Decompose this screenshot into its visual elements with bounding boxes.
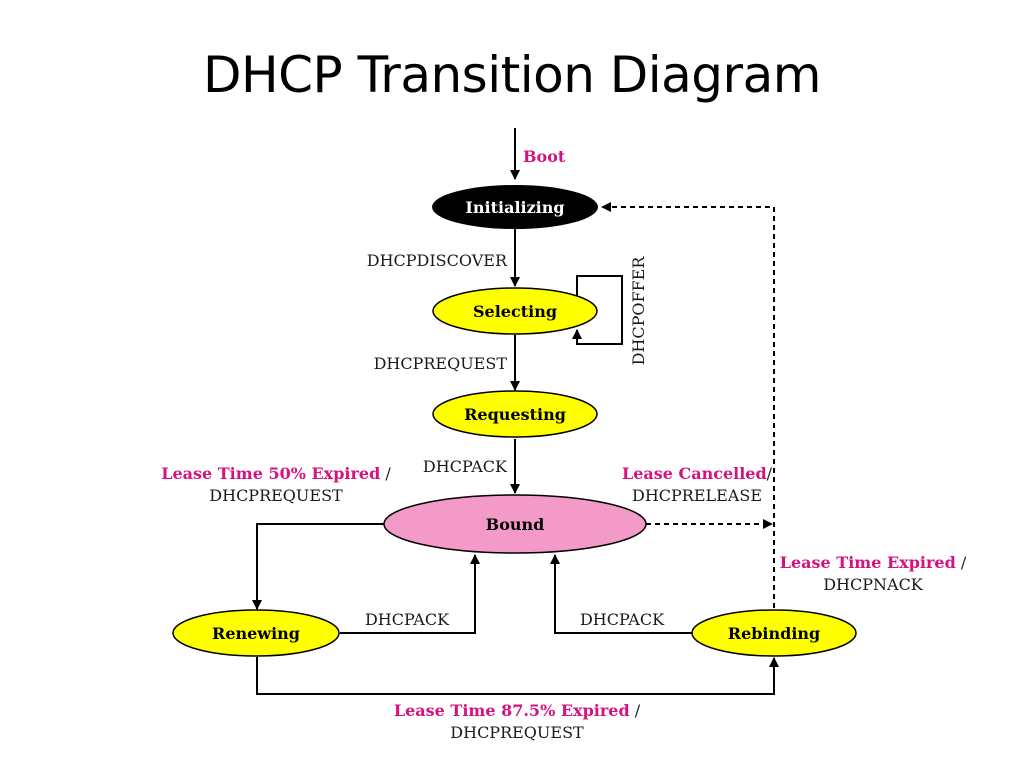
edge-renewing-to-bound [340, 554, 480, 634]
lease50-event: Lease Time 50% Expired [161, 464, 380, 483]
expired-message: DHCPNACK [823, 575, 924, 594]
lease50-event-line: Lease Time 50% Expired / [161, 464, 391, 483]
dhcprequest-label: DHCPREQUEST [374, 354, 508, 373]
dhcpoffer-label: DHCPOFFER [629, 256, 648, 366]
edge-renewing-to-rebinding [256, 657, 779, 695]
lease50-message: DHCPREQUEST [209, 486, 343, 505]
state-rebinding: Rebinding [691, 609, 857, 657]
lease875-event-line: Lease Time 87.5% Expired / [394, 701, 641, 720]
lease875-separator: / [630, 701, 641, 720]
state-selecting-label: Selecting [473, 302, 557, 321]
boot-label: Boot [523, 147, 566, 166]
lease875-event: Lease Time 87.5% Expired [394, 701, 630, 720]
state-rebinding-label: Rebinding [728, 624, 820, 643]
state-initializing: Initializing [432, 185, 598, 229]
cancelled-event: Lease Cancelled [622, 464, 767, 483]
state-requesting: Requesting [432, 390, 598, 438]
dhcpack-rebind-label: DHCPACK [580, 610, 665, 629]
lease50-separator: / [380, 464, 391, 483]
state-initializing-label: Initializing [465, 198, 564, 217]
expired-separator: / [956, 553, 967, 572]
dhcpack-request-label: DHCPACK [423, 457, 508, 476]
expired-event-line: Lease Time Expired / [780, 553, 967, 572]
state-selecting: Selecting [432, 287, 598, 335]
state-bound: Bound [383, 494, 647, 554]
dhcpack-renew-label: DHCPACK [365, 610, 450, 629]
state-renewing: Renewing [172, 609, 340, 657]
edge-rebinding-to-bound [550, 554, 693, 634]
edge-bound-to-renewing [252, 523, 385, 610]
state-renewing-label: Renewing [212, 624, 300, 643]
lease875-message: DHCPREQUEST [450, 723, 584, 742]
dhcpdiscover-label: DHCPDISCOVER [367, 251, 508, 270]
edge-rebinding-to-init [601, 202, 775, 608]
edge-selecting-self-loop [572, 275, 623, 345]
slide-title: DHCP Transition Diagram [203, 46, 821, 104]
cancelled-message: DHCPRELEASE [632, 486, 762, 505]
state-bound-label: Bound [486, 515, 545, 534]
cancelled-event-line: Lease Cancelled/ [622, 464, 773, 483]
state-requesting-label: Requesting [464, 405, 566, 424]
expired-event: Lease Time Expired [780, 553, 956, 572]
cancelled-separator: / [767, 464, 773, 483]
